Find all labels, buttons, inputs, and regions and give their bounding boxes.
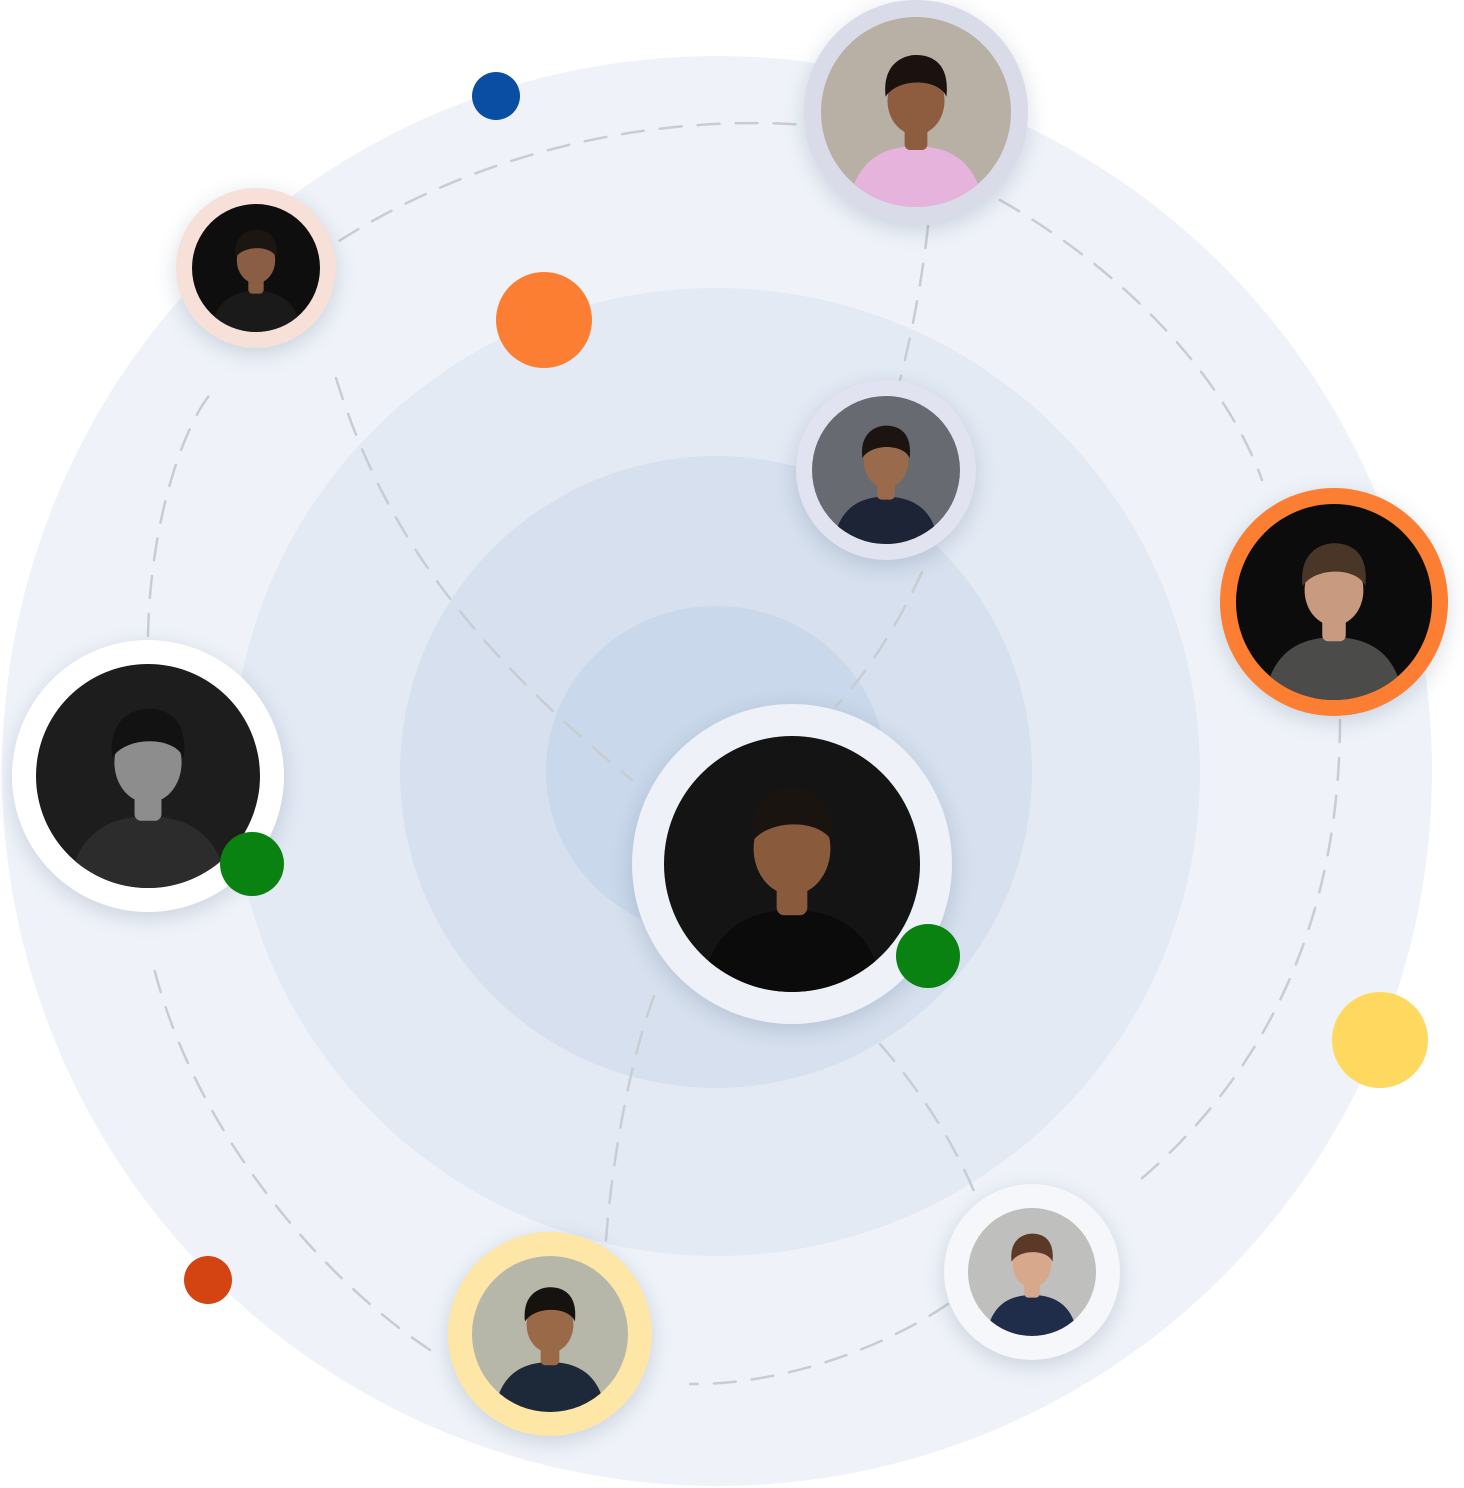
portrait-body bbox=[701, 910, 883, 992]
decorative-dot-blue bbox=[472, 72, 520, 120]
profile-photo bbox=[664, 736, 920, 992]
portrait-body bbox=[494, 1362, 606, 1412]
profile-photo bbox=[472, 1256, 628, 1412]
portrait-hair bbox=[235, 229, 277, 258]
avatar-woman-curly-hair[interactable] bbox=[944, 1184, 1120, 1360]
outer-orbit-dashed bbox=[1138, 718, 1342, 1182]
portrait-hair bbox=[861, 425, 911, 459]
avatar-young-man-navy-suit[interactable] bbox=[448, 1232, 652, 1436]
avatar-curly-hair-man-suit[interactable] bbox=[796, 380, 976, 560]
portrait-body bbox=[210, 291, 302, 332]
portrait-body bbox=[1264, 637, 1404, 700]
avatar-woman-thumbs-up[interactable] bbox=[804, 0, 1028, 224]
portrait-hair bbox=[1302, 543, 1366, 587]
profile-photo bbox=[812, 396, 960, 544]
profile-photo bbox=[968, 1208, 1096, 1336]
portrait-hair bbox=[1011, 1233, 1053, 1262]
portrait-hair bbox=[885, 55, 947, 97]
online-status-badge bbox=[220, 832, 284, 896]
portrait-hair bbox=[524, 1287, 576, 1322]
outer-orbit-dashed bbox=[998, 198, 1264, 482]
outer-orbit-dashed bbox=[306, 121, 822, 264]
portrait-body bbox=[848, 146, 984, 207]
portrait-body bbox=[68, 816, 228, 888]
spoke-dashed bbox=[878, 1042, 984, 1214]
portrait-body bbox=[986, 1295, 1078, 1336]
avatar-bearded-man-smiling[interactable] bbox=[176, 188, 336, 348]
spoke-dashed bbox=[334, 376, 634, 782]
online-status-badge bbox=[896, 924, 960, 988]
portrait-hair bbox=[111, 708, 185, 759]
spoke-dashed bbox=[604, 994, 656, 1242]
profile-photo bbox=[1236, 504, 1432, 700]
decorative-dot-red bbox=[184, 1256, 232, 1304]
outer-orbit-dashed bbox=[150, 958, 432, 1352]
outer-orbit-dashed bbox=[146, 388, 216, 638]
decorative-dot-orange bbox=[496, 272, 592, 368]
portrait-body bbox=[833, 496, 939, 544]
outer-orbit-dashed bbox=[688, 1302, 950, 1386]
profile-photo bbox=[192, 204, 320, 332]
spoke-dashed bbox=[834, 570, 924, 708]
portrait-hair bbox=[750, 787, 834, 844]
decorative-dot-yellow bbox=[1332, 992, 1428, 1088]
profile-photo bbox=[821, 17, 1011, 207]
avatar-man-grey-sweater[interactable] bbox=[1220, 488, 1448, 716]
spoke-dashed bbox=[898, 224, 930, 382]
